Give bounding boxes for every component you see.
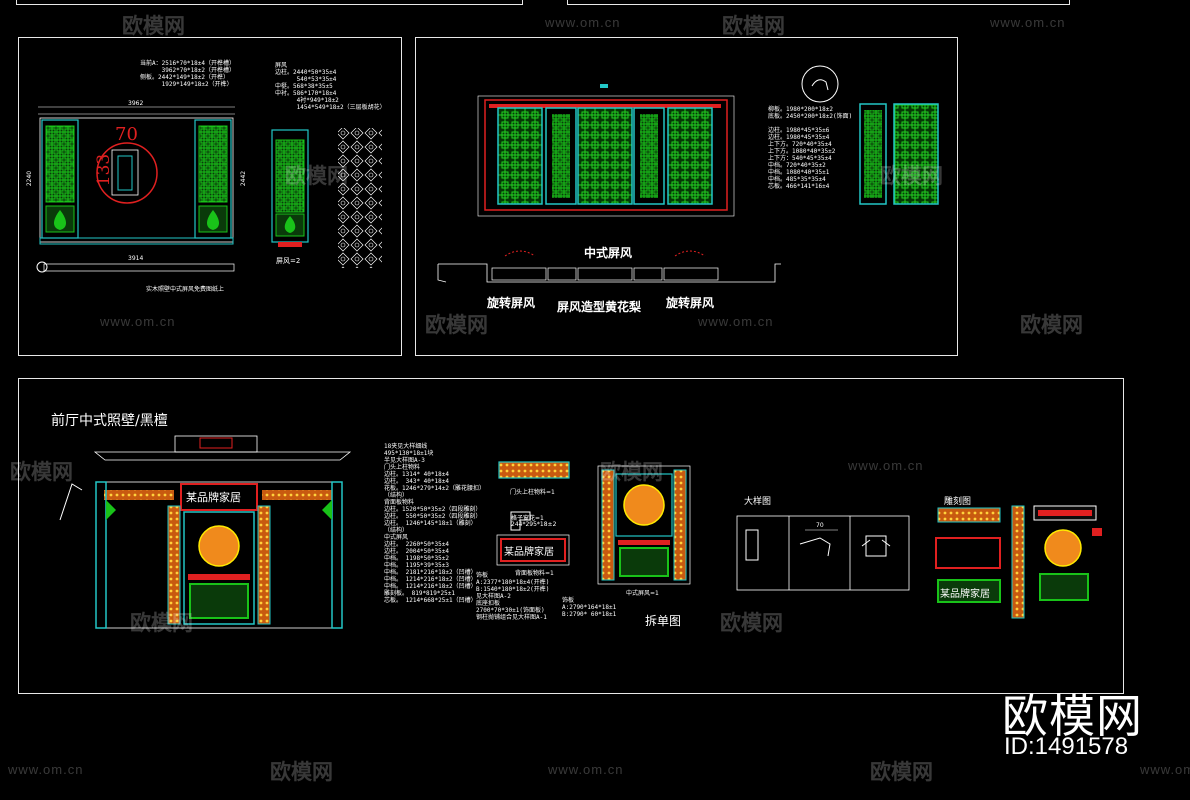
red-dimension-70: 70 — [115, 124, 138, 145]
screen-style-label: 屏风造型黄花梨 — [557, 300, 642, 314]
chinese-screen-panel-frame — [415, 37, 958, 356]
detail-dimension: 70 — [816, 522, 824, 529]
top-left-frame — [16, 0, 523, 5]
carving-sign-text: 某品牌家居 — [940, 589, 990, 600]
watermark-text: 欧模网 — [1020, 314, 1083, 337]
watermark-text: 欧模网 — [880, 165, 943, 188]
split-drawing-caption: 拆单图 — [645, 614, 682, 628]
watermark-url: www.om.cn — [548, 762, 624, 777]
carving-drawing — [935, 505, 1102, 619]
watermark-url: www.om.cn — [990, 15, 1066, 30]
lobby-material-notes-c: 饰板 A:2790*164*18±1 B:2790* 60*18±1 — [562, 597, 617, 618]
lobby-material-notes-b: 饰板 A:2377*180*18±4(开榫) B:1540*180*18±2(开… — [476, 572, 550, 621]
screen-elevation — [36, 106, 235, 273]
lobby-wall-elevation — [59, 435, 352, 629]
lattice-window-part — [510, 511, 531, 531]
watermark-url: www.om.cn — [848, 458, 924, 473]
watermark-url: www.om.cn — [8, 762, 84, 777]
lobby-wall-panel-frame — [18, 378, 1124, 694]
lobby-material-notes: 18夹见大样细线 495*130*18±1块 半见大样图A-3 门头上柱物料 边… — [384, 443, 485, 604]
watermark-url: www.om.cn — [100, 314, 176, 329]
chinese-screen-title: 中式屏风 — [584, 246, 633, 260]
top-right-frame — [567, 0, 1070, 5]
back-panel-caption: 背面板物料=1 — [515, 570, 554, 577]
detail-drawing-caption: 大样图 — [744, 497, 772, 507]
model-id: ID:1491578 — [1004, 733, 1129, 760]
watermark-text: 欧模网 — [270, 761, 333, 784]
screen-bottom-caption: 实木照壁中式屏风免费图纸上 — [146, 286, 225, 293]
chinese-screen-part — [597, 465, 691, 585]
watermark-text: 欧模网 — [425, 314, 488, 337]
lattice-window-size: 244*295*18±2 — [511, 521, 557, 528]
rotating-screen-right-label: 旋转屏风 — [666, 296, 715, 310]
watermark-text: 欧模网 — [600, 461, 663, 484]
chinese-screen-plan — [437, 250, 781, 283]
chinese-screen-side-view — [859, 103, 939, 205]
detail-drawing — [736, 515, 910, 591]
brand-logo: 欧模网 — [1002, 689, 1143, 743]
back-panel-part — [496, 534, 570, 566]
dim-top: 3962 — [128, 100, 144, 107]
lobby-wall-title: 前厅中式照壁/黑檀 — [51, 413, 168, 429]
chinese-screen-elevation — [477, 65, 839, 217]
watermark-text: 欧模网 — [130, 612, 193, 635]
watermark-text: 欧模网 — [720, 612, 783, 635]
screen-material-notes: 当前A：2516*70*18±4（开榫槽） 3962*70*18±2（开榫槽） … — [140, 60, 236, 88]
screen-material-notes-2: 屏风 边柱。2440*50*35±4 540*53*35±4 中梃。568*38… — [275, 62, 386, 111]
watermark-text: 欧模网 — [10, 461, 73, 484]
lattice-window-caption: 格子窗花=1 — [511, 515, 544, 522]
watermark-text: 欧模网 — [285, 165, 348, 188]
back-panel-sign-text: 某品牌家居 — [504, 547, 554, 558]
dim-right: 2442 — [240, 170, 248, 187]
watermark-url: www.om.cn — [545, 15, 621, 30]
chinese-screen-material-notes: 柳板。1980*200*18±2 底板。2450*200*18±2(饰面) 边柱… — [768, 106, 853, 190]
red-dimension-133: 133 — [94, 153, 115, 187]
dim-bottom: 3914 — [128, 255, 144, 262]
carving-drawing-caption: 雕刻图 — [944, 497, 972, 507]
lattice-pattern-detail — [338, 128, 382, 268]
screen-side-view — [271, 129, 309, 247]
screen-panel-frame — [18, 37, 402, 356]
door-header-caption: 门头上柱物料=1 — [510, 489, 555, 496]
watermark-url: www.om.cn — [698, 314, 774, 329]
rotating-screen-left-label: 旋转屏风 — [487, 296, 536, 310]
screen-count-caption: 屏风=2 — [276, 257, 301, 265]
watermark-text: 欧模网 — [122, 15, 185, 38]
door-header-part — [498, 461, 570, 479]
watermark-text: 欧模网 — [722, 15, 785, 38]
watermark-url: www.om.cn — [1140, 762, 1190, 777]
dim-left: 2240 — [26, 170, 34, 187]
chinese-screen-part-caption: 中式屏风=1 — [626, 590, 659, 597]
main-sign-text: 某品牌家居 — [186, 491, 241, 504]
watermark-text: 欧模网 — [870, 761, 933, 784]
